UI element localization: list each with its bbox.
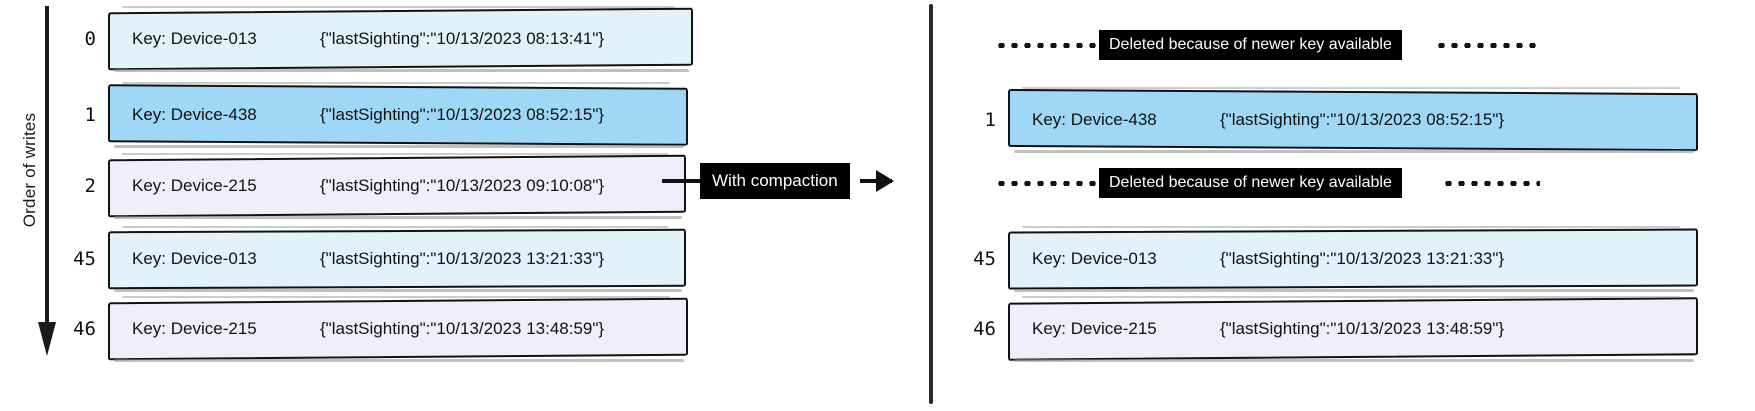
card-shadow (1014, 289, 1694, 292)
record-value: {"lastSighting":"10/13/2023 08:52:15"} (320, 105, 605, 124)
deleted-banner: Deleted because of newer key available (995, 168, 1540, 198)
card-shadow (122, 296, 670, 298)
axis-label-order-of-writes: Order of writes (20, 112, 39, 228)
record-value: {"lastSighting":"10/13/2023 08:13:41"} (320, 29, 605, 48)
deleted-banner-label: Deleted because of newer key available (1099, 30, 1402, 60)
row-index: 2 (84, 175, 96, 197)
connector-line (662, 179, 706, 183)
row-index: 1 (984, 109, 996, 131)
record-value: {"lastSighting":"10/13/2023 09:10:08"} (320, 176, 605, 195)
record-value: {"lastSighting":"10/13/2023 13:21:33"} (1220, 249, 1505, 268)
record-key: Key: Device-215 (1032, 319, 1157, 338)
record-value: {"lastSighting":"10/13/2023 13:48:59"} (320, 319, 605, 338)
record-card[interactable]: Key: Device-013 {"lastSighting":"10/13/2… (108, 6, 693, 72)
compaction-transition: With compaction (662, 163, 894, 199)
down-arrow-icon (38, 6, 56, 356)
record-key: Key: Device-215 (132, 319, 257, 338)
card-shadow (1022, 87, 1680, 89)
row-index: 46 (73, 318, 96, 340)
record-key: Key: Device-215 (132, 176, 257, 195)
card-shadow (122, 6, 675, 8)
card-shadow (114, 216, 682, 219)
card-shadow (1022, 226, 1680, 228)
record-value: {"lastSighting":"10/13/2023 08:52:15"} (1220, 110, 1505, 129)
record-key: Key: Device-013 (132, 29, 257, 48)
card-shadow (114, 69, 689, 72)
dotted-line (1435, 43, 1540, 48)
card-shadow (122, 226, 668, 228)
card-shadow (1014, 150, 1694, 153)
record-key: Key: Device-438 (1032, 110, 1157, 129)
record-card[interactable]: Key: Device-215 {"lastSighting":"10/13/2… (108, 153, 686, 219)
record-card[interactable]: Key: Device-013 {"lastSighting":"10/13/2… (108, 226, 686, 292)
card-shadow (122, 82, 670, 84)
card-shadow (114, 359, 684, 362)
record-card[interactable]: Key: Device-215 {"lastSighting":"10/13/2… (1008, 296, 1698, 362)
record-card[interactable]: Key: Device-438 {"lastSighting":"10/13/2… (1008, 87, 1698, 153)
card-shadow (1022, 296, 1680, 298)
row-index: 1 (84, 104, 96, 126)
row-index: 46 (973, 318, 996, 340)
card-shadow (1014, 359, 1694, 362)
compaction-label: With compaction (700, 163, 850, 199)
panel-divider (929, 4, 933, 404)
record-key: Key: Device-013 (1032, 249, 1157, 268)
right-arrow-icon (860, 170, 894, 192)
deleted-banner-label: Deleted because of newer key available (1099, 168, 1402, 198)
record-card[interactable]: Key: Device-215 {"lastSighting":"10/13/2… (108, 296, 688, 362)
record-value: {"lastSighting":"10/13/2023 13:21:33"} (320, 249, 605, 268)
row-index: 0 (84, 28, 96, 50)
record-card[interactable]: Key: Device-438 {"lastSighting":"10/13/2… (108, 82, 688, 148)
dotted-line (1442, 181, 1540, 186)
card-shadow (114, 289, 682, 292)
dotted-line (995, 181, 1105, 186)
card-shadow (114, 145, 684, 148)
record-key: Key: Device-013 (132, 249, 257, 268)
row-index: 45 (973, 248, 996, 270)
card-shadow (122, 153, 668, 155)
record-card[interactable]: Key: Device-013 {"lastSighting":"10/13/2… (1008, 226, 1698, 292)
dotted-line (995, 43, 1105, 48)
deleted-banner: Deleted because of newer key available (995, 30, 1540, 60)
row-index: 45 (73, 248, 96, 270)
record-key: Key: Device-438 (132, 105, 257, 124)
record-value: {"lastSighting":"10/13/2023 13:48:59"} (1220, 319, 1505, 338)
